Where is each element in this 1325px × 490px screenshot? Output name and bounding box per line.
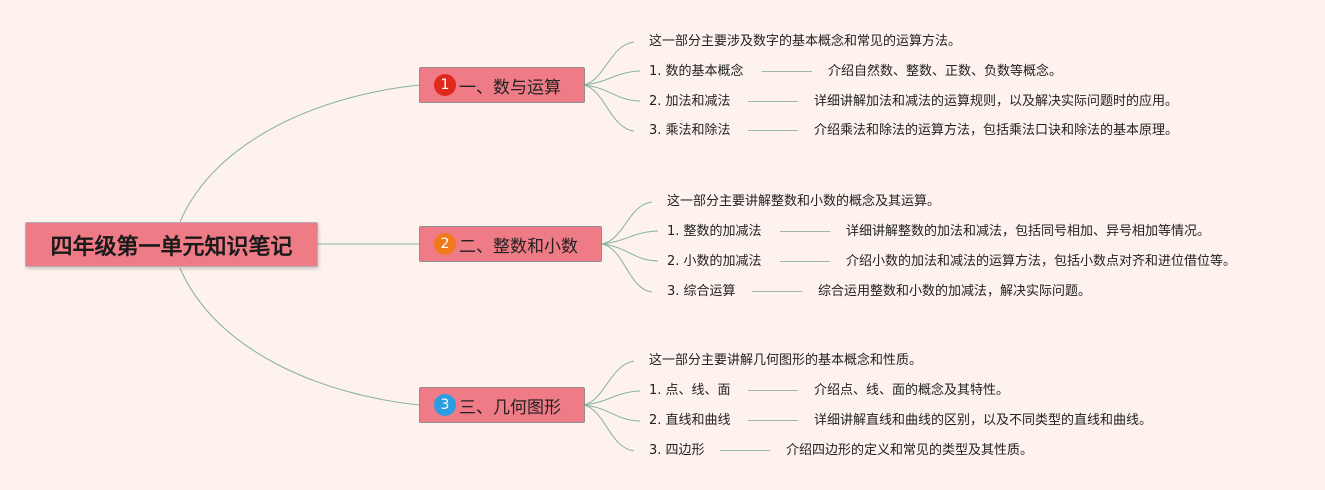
- subtopic-desc: 综合运用整数和小数的加减法，解决实际问题。: [818, 284, 1092, 299]
- branch-intro: 这一部分主要讲解几何图形的基本概念和性质。: [649, 353, 923, 368]
- number-badge-icon: 2: [434, 233, 456, 255]
- connector-dash: [762, 71, 812, 72]
- branch-label: 三、几何图形: [459, 397, 561, 418]
- number-badge-icon: 1: [434, 74, 456, 96]
- connector-dash: [780, 231, 830, 232]
- subtopic-label[interactable]: 3. 乘法和除法: [649, 123, 731, 138]
- number-badge-icon: 3: [434, 394, 456, 416]
- subtopic-label[interactable]: 1. 整数的加减法: [667, 224, 762, 239]
- subtopic-desc: 介绍四边形的定义和常见的类型及其性质。: [786, 443, 1034, 458]
- connector-dash: [748, 390, 798, 391]
- branch-label: 二、整数和小数: [459, 236, 578, 257]
- branch-node-number-operations[interactable]: 1 一、数与运算: [419, 67, 585, 103]
- connector-dash: [748, 101, 798, 102]
- connector-dash: [780, 261, 830, 262]
- connector-dash: [748, 130, 798, 131]
- connector-dash: [752, 291, 802, 292]
- subtopic-label[interactable]: 2. 直线和曲线: [649, 413, 731, 428]
- subtopic-label[interactable]: 3. 综合运算: [667, 284, 736, 299]
- branch-node-geometry[interactable]: 3 三、几何图形: [419, 387, 585, 423]
- connector-dash: [748, 420, 798, 421]
- subtopic-desc: 详细讲解整数的加法和减法，包括同号相加、异号相加等情况。: [846, 224, 1211, 239]
- root-title: 四年级第一单元知识笔记: [50, 234, 293, 260]
- subtopic-desc: 介绍自然数、整数、正数、负数等概念。: [828, 64, 1063, 79]
- subtopic-desc: 介绍点、线、面的概念及其特性。: [814, 383, 1010, 398]
- subtopic-label[interactable]: 2. 小数的加减法: [667, 254, 762, 269]
- subtopic-desc: 介绍乘法和除法的运算方法，包括乘法口诀和除法的基本原理。: [814, 123, 1179, 138]
- subtopic-desc: 详细讲解加法和减法的运算规则，以及解决实际问题时的应用。: [814, 94, 1179, 109]
- branch-node-integers-decimals[interactable]: 2 二、整数和小数: [419, 226, 602, 262]
- subtopic-desc: 介绍小数的加法和减法的运算方法，包括小数点对齐和进位借位等。: [846, 254, 1237, 269]
- subtopic-desc: 详细讲解直线和曲线的区别，以及不同类型的直线和曲线。: [814, 413, 1153, 428]
- connector-dash: [720, 450, 770, 451]
- root-node[interactable]: 四年级第一单元知识笔记: [25, 222, 318, 267]
- branch-intro: 这一部分主要涉及数字的基本概念和常见的运算方法。: [649, 34, 962, 49]
- subtopic-label[interactable]: 2. 加法和减法: [649, 94, 731, 109]
- subtopic-label[interactable]: 3. 四边形: [649, 443, 705, 458]
- subtopic-label[interactable]: 1. 数的基本概念: [649, 64, 744, 79]
- branch-label: 一、数与运算: [459, 77, 561, 98]
- subtopic-label[interactable]: 1. 点、线、面: [649, 383, 731, 398]
- branch-intro: 这一部分主要讲解整数和小数的概念及其运算。: [667, 194, 941, 209]
